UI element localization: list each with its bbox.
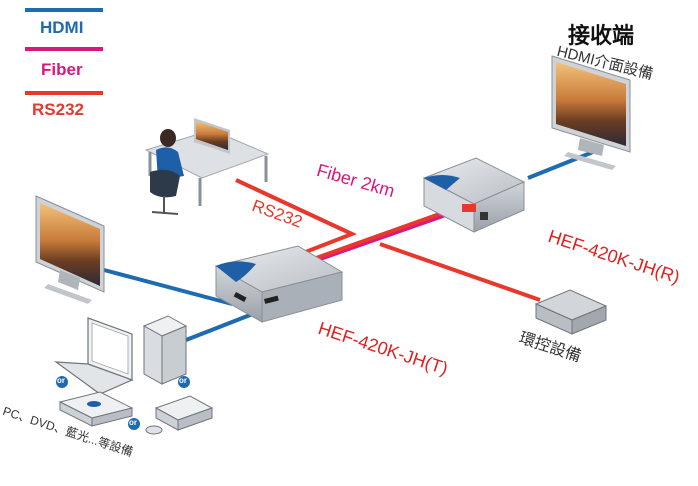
- monitor-icon: [35, 195, 105, 304]
- rs232-cable-receiver-to-control: [379, 242, 541, 302]
- receiver-title: 接收端: [568, 23, 635, 48]
- control-device-icon: [534, 289, 608, 335]
- legend-hdmi-line: [25, 8, 103, 12]
- user-at-desk-icon: [144, 118, 270, 215]
- rs232-cable-desk-to-transmitter: [235, 178, 358, 260]
- legend-fiber-line: [25, 47, 103, 51]
- legend-hdmi-label: HDMI: [40, 18, 84, 37]
- legend-rs232-label: RS232: [32, 100, 84, 119]
- legend-rs232-line: [25, 91, 103, 95]
- or-badge-1: [56, 376, 68, 388]
- hdmi-cable-monitor-to-transmitter: [103, 268, 233, 306]
- fiber-cable: [299, 208, 461, 268]
- receiver-box-icon: [422, 157, 526, 233]
- or-badge-2: [178, 376, 190, 388]
- or-badge-3: [128, 418, 140, 430]
- hdmi-cable-receiver-to-monitor: [527, 148, 599, 180]
- rs232-cables: [235, 178, 541, 302]
- transmitter-box-icon: [214, 245, 344, 323]
- or-label-1: or: [57, 376, 65, 385]
- or-label-3: or: [129, 418, 137, 427]
- or-badges: [56, 376, 190, 430]
- receiver-monitor-icon: [551, 55, 631, 170]
- or-label-2: or: [179, 376, 187, 385]
- game-console-icon: [145, 395, 214, 435]
- legend-fiber-label: Fiber: [41, 60, 83, 79]
- bluray-player-icon: [58, 391, 134, 427]
- laptop-icon: [53, 317, 134, 395]
- rs232-cable-receiver-to-transmitter: [304, 204, 463, 264]
- pc-tower-icon: [142, 315, 188, 385]
